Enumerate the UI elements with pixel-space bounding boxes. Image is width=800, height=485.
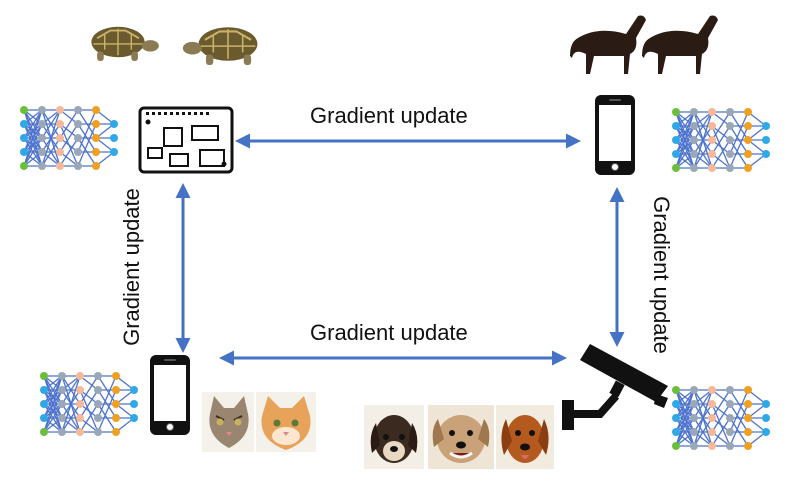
neural-network-icon: [671, 385, 771, 451]
smartphone-icon: [149, 354, 191, 436]
neural-network-icon: [19, 105, 119, 171]
security-camera-icon: [562, 344, 668, 430]
edge-label-top: Gradient update: [310, 103, 468, 128]
edge-label-left: Gradient update: [119, 188, 144, 346]
neural-network-icon: [671, 107, 771, 173]
dog-images: [364, 403, 554, 471]
turtle-images: [90, 25, 259, 67]
edge-label-bottom: Gradient update: [310, 320, 468, 345]
neural-network-icon: [39, 371, 139, 437]
raspberry-pi-board-icon: [138, 106, 234, 174]
horse-images: [570, 15, 718, 74]
edge-label-right: Gradient update: [649, 196, 674, 354]
smartphone-icon: [594, 94, 636, 176]
cat-images: [201, 391, 316, 453]
